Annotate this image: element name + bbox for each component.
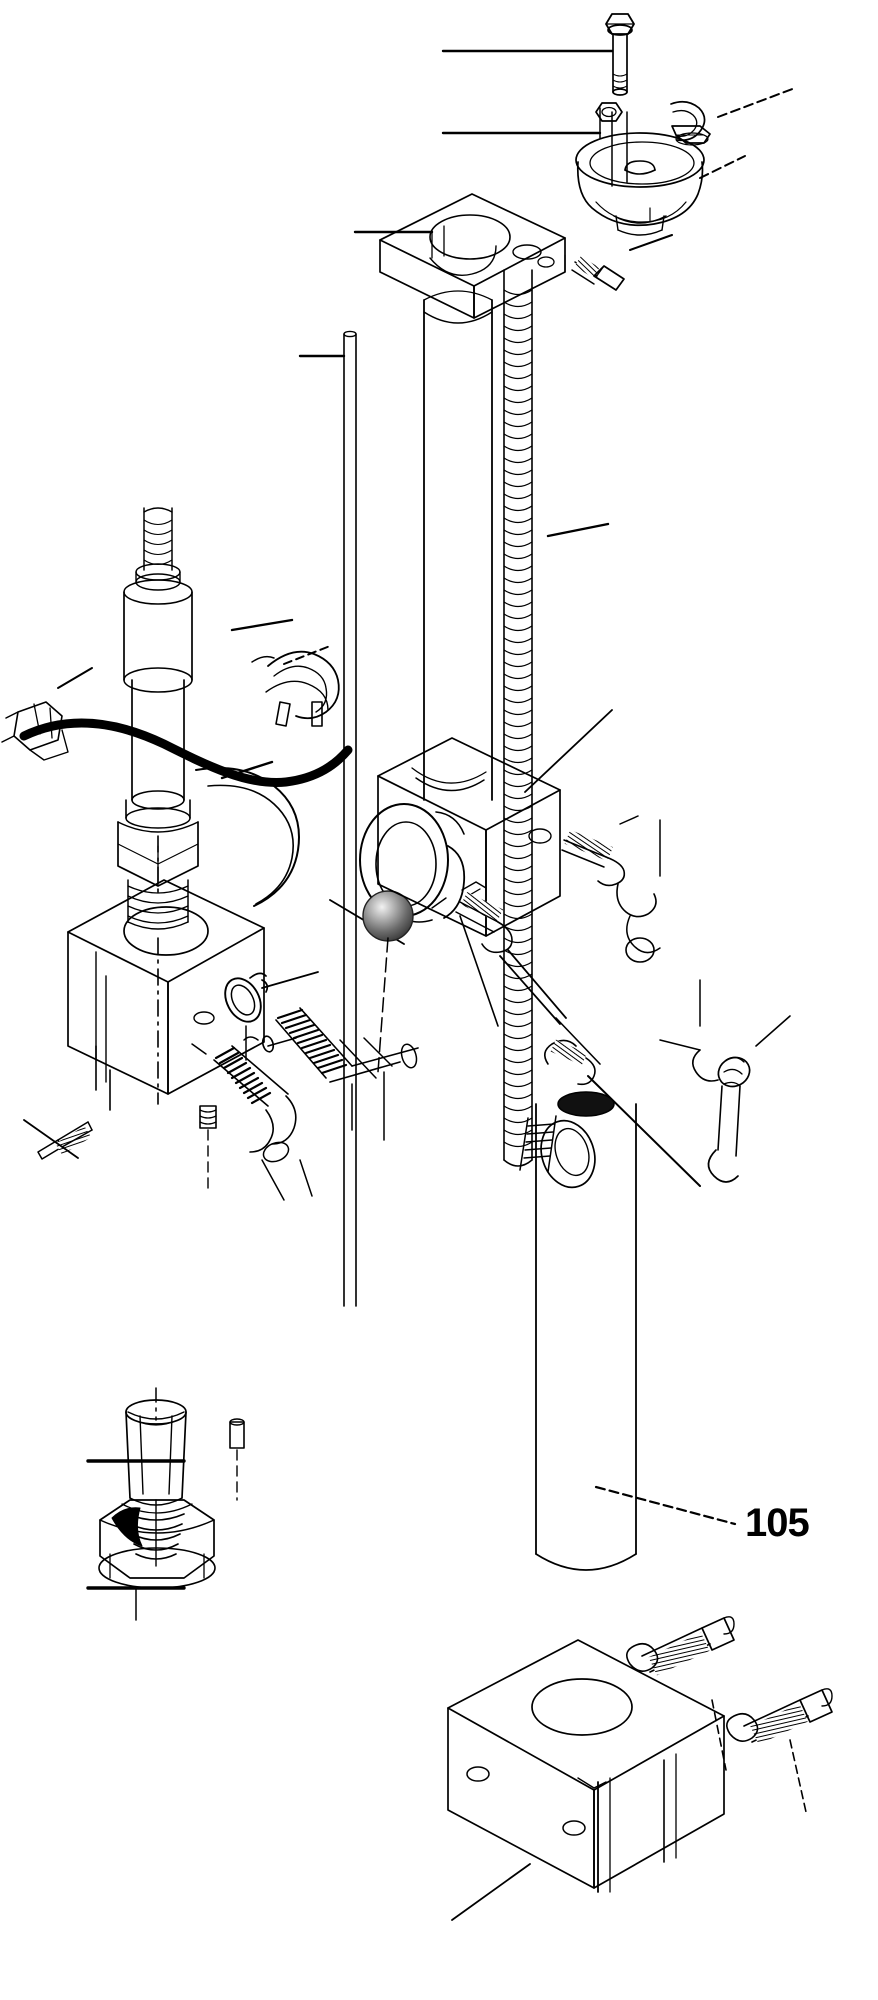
part-clamp-lever-lower [455, 891, 567, 1025]
part-motor-spindle [123, 507, 193, 829]
leader-line [717, 87, 796, 118]
part-hex-stud [544, 1039, 701, 1187]
leader-line [261, 1159, 285, 1201]
leader-line [524, 709, 613, 793]
part-handwheel-hub [575, 111, 705, 236]
part-base-socket-screw-2 [726, 1688, 833, 1745]
leader-line [711, 1699, 727, 1771]
part-clamp-lever-right [659, 1039, 751, 1183]
part-spring-sleeve [243, 1035, 297, 1053]
part-mains-plug [251, 650, 340, 727]
leader-line [191, 1043, 207, 1055]
part-water-hose-loop [195, 767, 300, 907]
part-lead-screw [503, 269, 533, 1167]
callout-105: 105 [745, 1501, 810, 1545]
leader-line [230, 618, 294, 632]
part-compression-spring-short [213, 1045, 297, 1163]
part-motor-mount-block [67, 835, 265, 1105]
part-feed-shaft [339, 1037, 393, 1079]
leader-line [220, 760, 274, 780]
leader-line [23, 1119, 79, 1159]
part-hex-head-bolt-top [605, 13, 635, 96]
leader-line [261, 971, 319, 989]
part-clamp-lever-upper [561, 829, 661, 963]
part-column-tube [423, 290, 493, 801]
leader-line-105 [594, 1485, 737, 1526]
part-base-clamp-block [447, 1639, 725, 1893]
leader-line [789, 1739, 807, 1813]
part-hex-collar [117, 821, 199, 930]
part-collet-nut [98, 1499, 216, 1589]
leader-line [629, 234, 673, 251]
leader-line [459, 915, 499, 1027]
leader-line [755, 1015, 791, 1047]
leader-line [546, 522, 610, 538]
part-retaining-clip [224, 972, 269, 1023]
part-base-socket-screw-1 [626, 1616, 735, 1676]
leader-line [57, 667, 93, 689]
part-cord-strain-relief [1, 701, 69, 761]
part-guide-rod [343, 330, 357, 1307]
leader-line [699, 155, 746, 179]
part-grub-screw [199, 1105, 217, 1129]
leader-line [283, 645, 331, 665]
part-dowel-pin [229, 1418, 245, 1501]
leader-line [619, 815, 639, 825]
leader-line [555, 1017, 601, 1065]
part-lower-column-tube [519, 1091, 637, 1571]
part-hex-nut-top [595, 102, 623, 122]
part-ball-knob [362, 890, 414, 1073]
part-power-cord [19, 718, 353, 788]
leader-line [299, 1159, 313, 1197]
leader-line [451, 1863, 531, 1921]
part-compression-spring-long [275, 1007, 419, 1083]
part-upper-socket-screw [571, 256, 625, 291]
